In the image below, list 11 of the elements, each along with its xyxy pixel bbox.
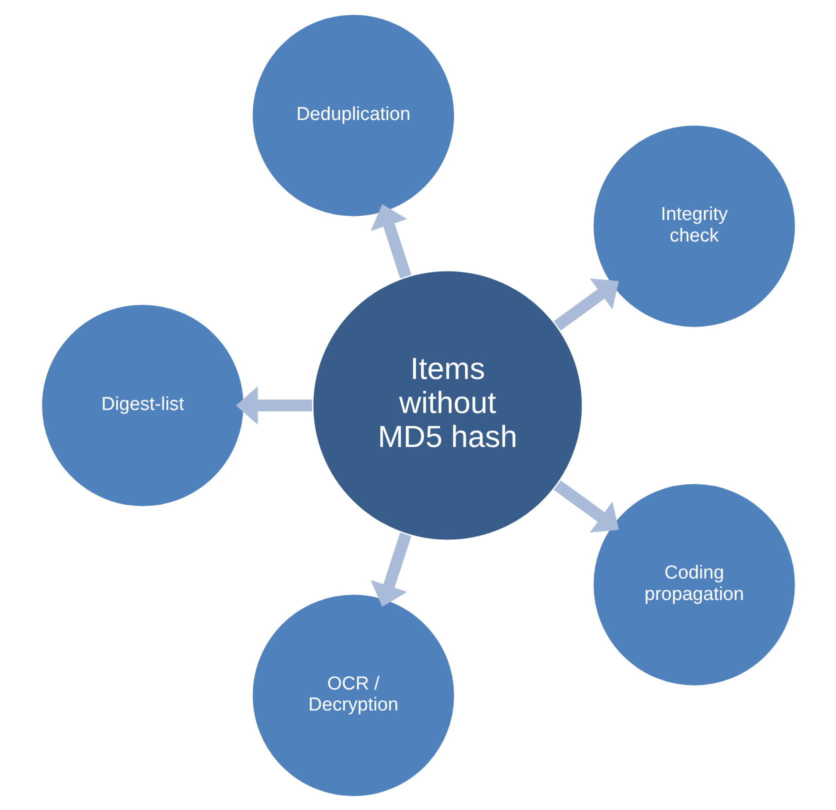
node-circle: Items without MD5 hash — [310, 268, 584, 542]
node-circle: Deduplication — [250, 12, 456, 218]
node-circle: Integrity check — [590, 122, 797, 329]
arrow — [370, 204, 411, 278]
arrow — [553, 480, 618, 532]
node-circle: Coding propagation — [590, 481, 797, 688]
arrow — [553, 278, 618, 330]
arrow — [235, 386, 312, 424]
node-circle: Digest-list — [39, 302, 246, 508]
arrow — [370, 532, 411, 606]
node-circle: OCR / Decryption — [250, 592, 456, 798]
